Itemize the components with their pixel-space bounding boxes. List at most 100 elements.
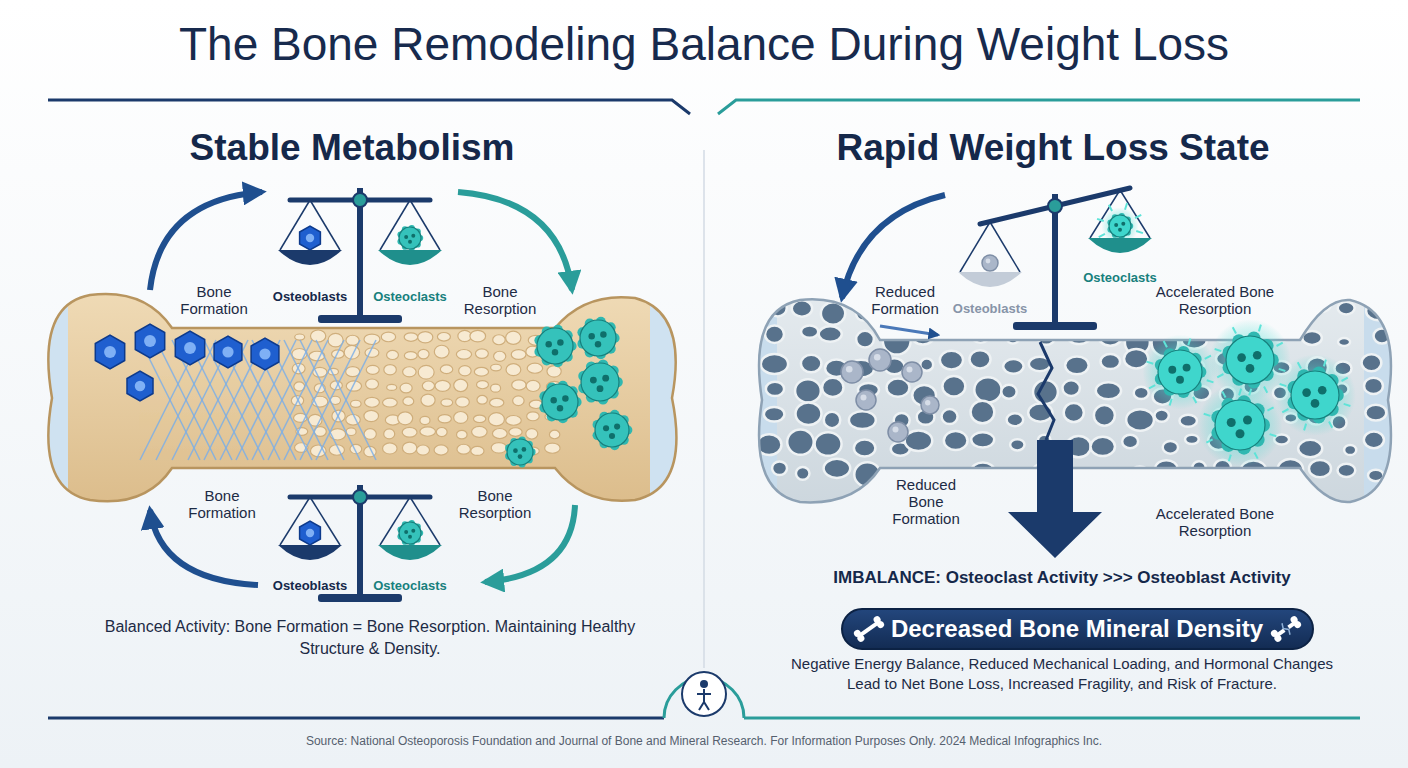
- cell-nucleus: [404, 235, 408, 239]
- bone-pore: [942, 376, 965, 396]
- cell-nucleus: [588, 333, 594, 339]
- bone-pore: [765, 326, 784, 343]
- cell-nucleus: [104, 346, 116, 358]
- cell-nucleus: [1237, 353, 1246, 362]
- healthy-bone: [48, 294, 676, 501]
- cell-nucleus: [595, 341, 601, 347]
- bone-pore: [1001, 385, 1016, 399]
- cell-nucleus: [513, 448, 518, 453]
- trabecular-pore: [477, 395, 487, 404]
- activity-ray: [1342, 378, 1348, 381]
- activity-ray: [1099, 234, 1105, 237]
- osteoid-mesh: [284, 340, 344, 460]
- cell-nucleus: [518, 454, 523, 459]
- bone-pore: [1338, 302, 1355, 315]
- cell-nucleus: [411, 234, 415, 238]
- trabecular-pore: [422, 381, 434, 391]
- cell-nucleus: [259, 348, 270, 359]
- osteoblast-cell: [921, 396, 939, 414]
- skeleton-icon: [682, 672, 726, 716]
- bone-outline: [48, 294, 676, 501]
- bone-pore: [1126, 409, 1154, 430]
- activity-ray: [1109, 205, 1112, 211]
- decline-arrow: [1008, 440, 1102, 558]
- activity-ray: [1170, 399, 1172, 406]
- trabecular-pore: [384, 365, 397, 375]
- bone-pore: [1058, 301, 1083, 318]
- bone-pore: [887, 379, 910, 397]
- cycle-arrow: [458, 192, 572, 290]
- bone-interior: [36, 280, 695, 520]
- bone-cells: [95, 317, 632, 468]
- trabecular-pore: [402, 427, 417, 437]
- cell-nucleus: [135, 381, 146, 392]
- bone-pore: [1097, 319, 1124, 346]
- activity-ray: [1254, 452, 1257, 458]
- cell-nucleus: [609, 433, 615, 439]
- cell-nucleus: [222, 346, 233, 357]
- cell-label: Osteoblasts: [272, 289, 349, 304]
- osteoblast-cell: [300, 521, 321, 545]
- trabecular-pore: [509, 428, 522, 437]
- activity-ray: [1270, 434, 1277, 436]
- skeleton-icon: [700, 680, 708, 688]
- bone-crack: [1038, 342, 1054, 440]
- bone-pore: [940, 351, 963, 370]
- cell-nucleus: [1253, 351, 1262, 360]
- trabecular-pore: [310, 330, 325, 342]
- bone-pore: [971, 401, 995, 424]
- bone-pore: [1134, 387, 1149, 399]
- bone-pore: [796, 467, 810, 480]
- cell-nucleus: [1246, 364, 1255, 373]
- osteoid-mesh: [236, 340, 296, 460]
- trabecular-pore: [398, 412, 413, 425]
- osteoclast-cell: [580, 320, 616, 356]
- bone-pore: [1364, 378, 1383, 394]
- osteoclast-cell: [1158, 350, 1202, 394]
- bone-icon: [852, 615, 885, 643]
- activity-ray: [1229, 455, 1231, 462]
- cell-nucleus: [557, 339, 563, 345]
- trabecular-pore: [383, 398, 398, 407]
- bone-pore: [795, 379, 821, 402]
- bone-pore: [1154, 409, 1168, 421]
- bone-pore: [1133, 305, 1148, 319]
- trabecular-pore: [457, 430, 468, 439]
- activity-ray: [1267, 407, 1273, 410]
- trabecular-pore: [512, 380, 526, 390]
- osteoclast-cell: [399, 522, 421, 544]
- bone-pore: [1003, 359, 1023, 374]
- scale-pan: [378, 545, 442, 560]
- bone-pore: [1094, 405, 1115, 426]
- bone-pore: [801, 355, 821, 373]
- bone-pore: [1309, 460, 1331, 477]
- trabecular-pore: [366, 365, 379, 374]
- osteoblast-cell: [175, 331, 204, 365]
- trabecular-pore: [506, 364, 521, 376]
- panel-heading: Stable Metabolism: [189, 126, 516, 169]
- trabecular-pore: [470, 330, 486, 342]
- bone-pore: [1362, 354, 1382, 371]
- osteoblast-cell: [127, 371, 153, 401]
- osteoclast-cell: [595, 413, 629, 447]
- osteoid-mesh: [316, 340, 376, 460]
- cell-nucleus: [184, 342, 196, 354]
- trabecular-pore: [475, 349, 488, 359]
- trabecular-pore: [346, 335, 359, 345]
- pointer-arrow: [880, 326, 938, 335]
- process-label: Bone Resorption: [450, 487, 540, 521]
- trabecular-pore: [474, 367, 488, 376]
- osteoblast-cell: [135, 324, 164, 358]
- cell-nucleus: [1243, 416, 1252, 425]
- cell-nucleus: [1311, 399, 1320, 408]
- trabecular-pore: [506, 415, 522, 425]
- trabecular-pore: [420, 416, 430, 424]
- scale-pan: [278, 250, 342, 265]
- activity-ray: [1149, 385, 1155, 388]
- title-rule: [48, 100, 690, 114]
- trabecular-pore: [506, 331, 521, 344]
- trabecular-pore: [527, 412, 540, 421]
- trabecular-pore: [436, 427, 447, 436]
- cell-nucleus: [1318, 386, 1327, 395]
